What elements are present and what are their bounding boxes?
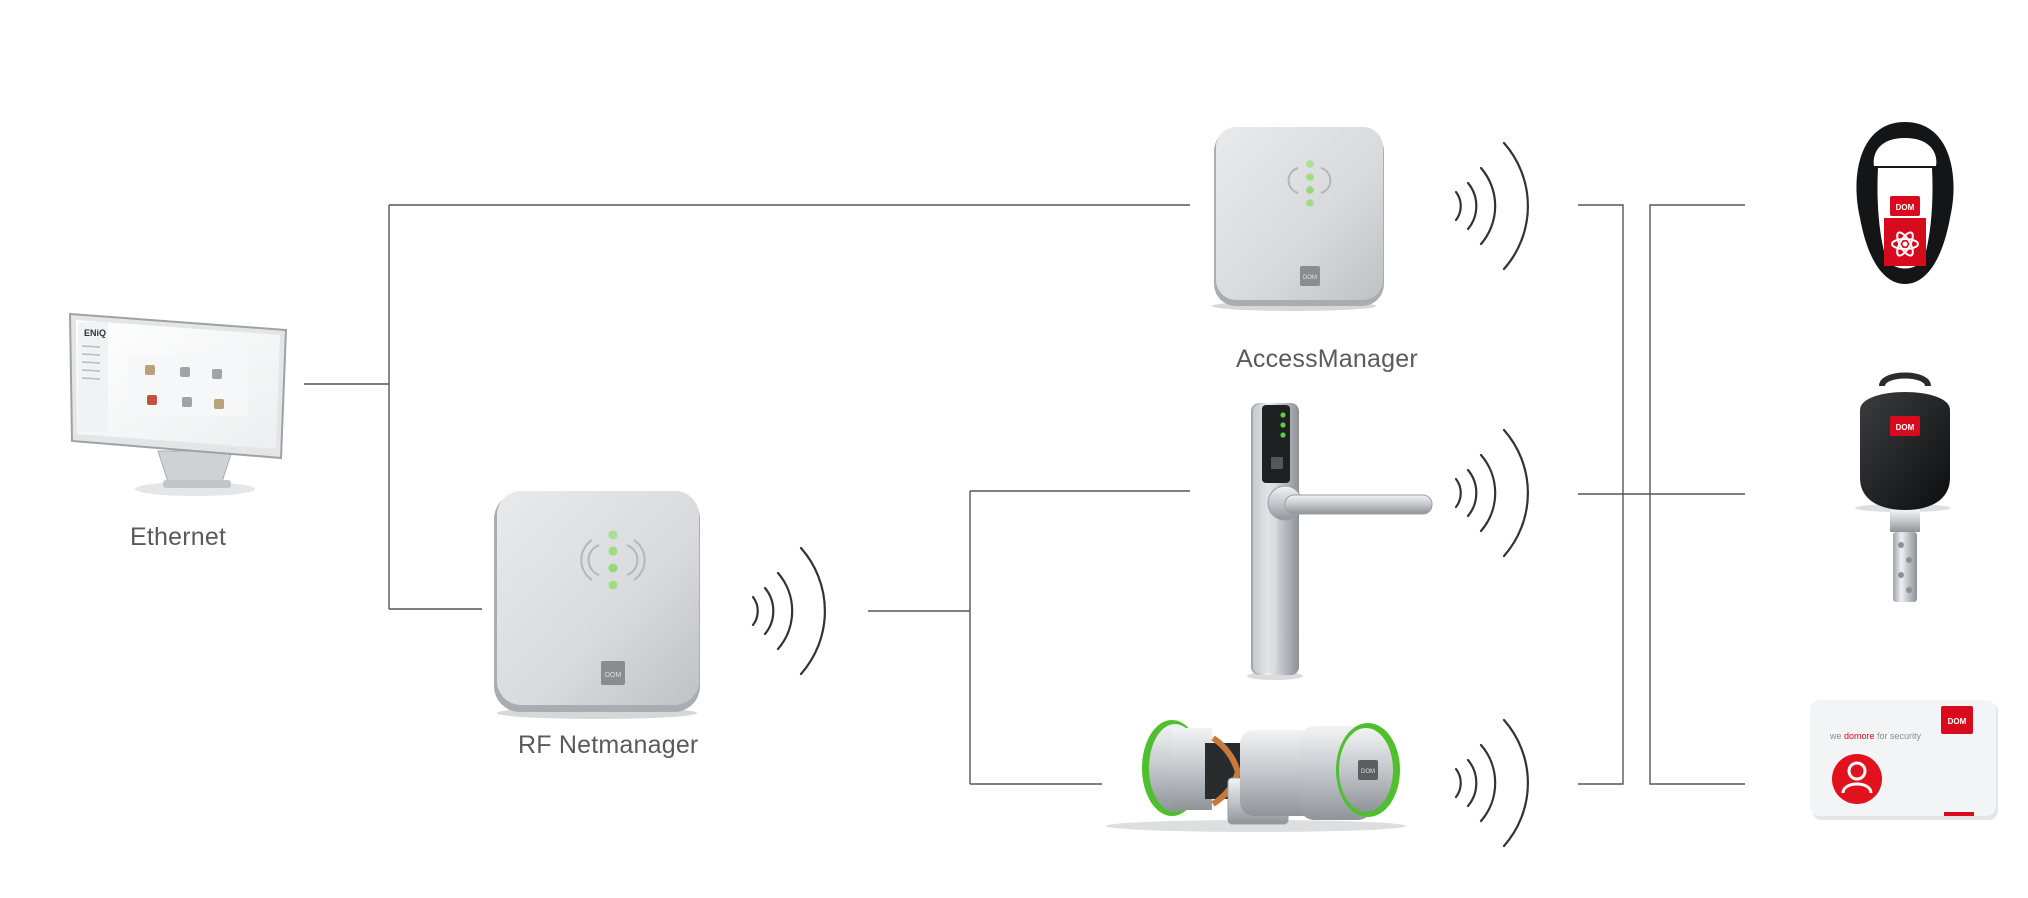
- svg-text:DOM: DOM: [1948, 717, 1967, 726]
- rf-netmanager-label: RF Netmanager: [518, 731, 699, 759]
- card-slogan: we domore for security: [1829, 731, 1922, 741]
- connection-lines: [304, 204, 1745, 785]
- ethernet-label: Ethernet: [130, 523, 227, 551]
- rf-netmanager-device-icon: DOM: [494, 491, 700, 719]
- monitor-icon: ENiQ: [68, 312, 288, 496]
- wireless-signal-icon: [751, 546, 826, 676]
- access-card-icon: DOM we domore for security: [1810, 700, 1998, 820]
- key-fob-tag-icon: DOM: [1856, 122, 1954, 284]
- wireless-bracket-b: [1649, 204, 1745, 785]
- svg-text:DOM: DOM: [1361, 769, 1375, 775]
- svg-text:ENiQ: ENiQ: [84, 328, 106, 338]
- access-manager-label: AccessManager: [1236, 345, 1418, 373]
- door-handle-icon: [1247, 403, 1433, 680]
- svg-text:DOM: DOM: [1303, 275, 1317, 281]
- wireless-signals: [751, 141, 1529, 848]
- svg-text:DOM: DOM: [1896, 423, 1915, 432]
- cylinder-lock-icon: DOM: [1106, 720, 1406, 832]
- wireless-signal-icon: [1454, 718, 1529, 848]
- svg-text:DOM: DOM: [1896, 203, 1915, 212]
- access-manager-device-icon: DOM: [1212, 127, 1384, 311]
- wireless-signal-icon: [1454, 141, 1529, 271]
- svg-text:DOM: DOM: [605, 672, 622, 679]
- wireless-signal-icon: [1454, 428, 1529, 558]
- electronic-key-icon: DOM: [1855, 372, 1951, 602]
